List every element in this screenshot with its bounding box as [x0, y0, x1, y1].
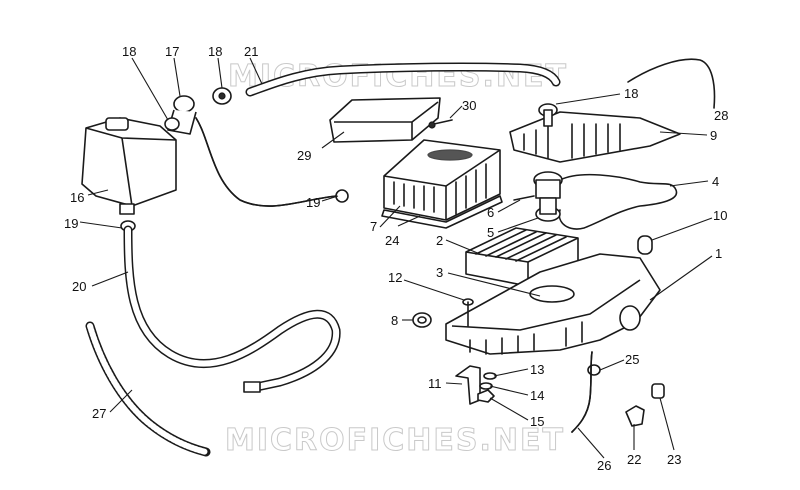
part-18-clamp-left	[164, 117, 180, 131]
part-12-bolt	[462, 298, 474, 327]
part-22-plug	[625, 405, 645, 427]
callout-26: 26	[597, 458, 611, 473]
part-16-reservoir-tank	[81, 117, 177, 215]
part-29-pad	[329, 97, 441, 143]
callout-3: 3	[436, 265, 443, 280]
part-19-clip-right	[335, 189, 349, 203]
watermark-bottom: MICROFICHES.NET	[225, 423, 565, 458]
callout-13: 13	[530, 362, 544, 377]
callout-22: 22	[627, 452, 641, 467]
callout-25: 25	[625, 352, 639, 367]
part-18-clamp-middle	[212, 87, 232, 105]
callout-7: 7	[370, 219, 377, 234]
callout-8: 8	[391, 313, 398, 328]
part-25-clip	[587, 364, 601, 376]
callout-27: 27	[92, 406, 106, 421]
part-21-breather-hose	[245, 62, 561, 97]
part-4-gasket	[558, 173, 678, 230]
part-30-screw	[428, 119, 453, 129]
callout-28: 28	[714, 108, 728, 123]
part-tank-side-hose	[195, 117, 337, 207]
part-1-lower-housing	[445, 253, 661, 355]
callout-5: 5	[487, 225, 494, 240]
part-6-pin	[513, 195, 535, 201]
callout-19-right: 19	[306, 195, 320, 210]
callout-21: 21	[244, 44, 258, 59]
callout-18-left: 18	[122, 44, 136, 59]
part-27-braided-hose	[85, 321, 211, 457]
callout-6: 6	[487, 205, 494, 220]
callout-17: 17	[165, 44, 179, 59]
callout-1: 1	[715, 246, 722, 261]
part-10-o-ring	[637, 235, 653, 255]
callout-14: 14	[530, 388, 544, 403]
callout-29: 29	[297, 148, 311, 163]
part-8-washer	[412, 312, 432, 328]
part-7-filter-cover	[383, 139, 501, 221]
callout-16: 16	[70, 190, 84, 205]
part-28-cable	[627, 58, 716, 109]
part-11-bracket	[455, 365, 481, 405]
part-20-drain-hose	[123, 225, 341, 393]
part-26-drain-tube	[571, 351, 593, 433]
callout-24: 24	[385, 233, 399, 248]
callout-4: 4	[712, 174, 719, 189]
callout-2: 2	[436, 233, 443, 248]
callouts: 1 2 3 4 5 6 7 8 9 10 11 12 13 14 15 16 1…	[64, 44, 728, 473]
callout-10: 10	[713, 208, 727, 223]
callout-20: 20	[72, 279, 86, 294]
callout-23: 23	[667, 452, 681, 467]
leader-lines	[79, 57, 713, 459]
callout-9: 9	[710, 128, 717, 143]
callout-30: 30	[462, 98, 476, 113]
callout-12: 12	[388, 270, 402, 285]
callout-18-right: 18	[624, 86, 638, 101]
part-5-valve	[533, 171, 563, 222]
callout-15: 15	[530, 414, 544, 429]
part-9-upper-housing	[509, 103, 681, 163]
callout-18-middle: 18	[208, 44, 222, 59]
part-23-cap	[651, 383, 665, 399]
callout-19-left: 19	[64, 216, 78, 231]
callout-11: 11	[428, 376, 442, 391]
